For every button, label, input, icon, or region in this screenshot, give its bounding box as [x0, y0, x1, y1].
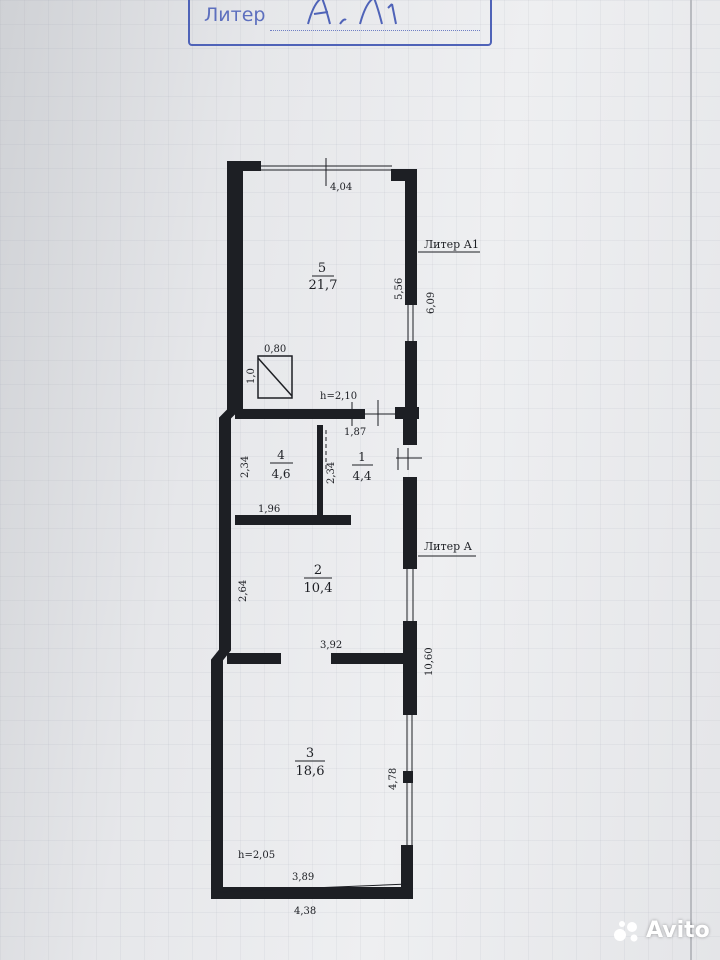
stamp-handwriting-signature [307, 0, 397, 25]
dim-bottom-line [215, 883, 409, 893]
room2-number: 2 [314, 563, 322, 578]
dim-height-a1: h=2,10 [320, 391, 357, 402]
east-wall-junction [403, 419, 417, 445]
room1-number: 1 [358, 450, 366, 464]
label-litera-a1: Литер А1 [424, 238, 479, 251]
room4-bottom-wall [235, 515, 351, 525]
east-wall-room3-small [403, 771, 413, 783]
dim-room5-length: 5,56 [394, 278, 405, 300]
label-litera-a: Литер А [424, 540, 473, 553]
avito-brand-text: Avito [646, 918, 710, 943]
stamp-underline [270, 30, 480, 31]
north-east-pier [391, 169, 417, 305]
dim-partition-depth: 2,34 [326, 462, 337, 484]
dim-litera-a1-length: 6,09 [426, 292, 437, 314]
dim-room2-width: 3,92 [320, 640, 342, 651]
dim-top-width: 4,04 [330, 182, 352, 193]
dim-height-a: h=2,05 [238, 850, 275, 861]
page-edge [690, 0, 692, 960]
dimension-labels: 4,04 5,56 6,09 0,80 1,0 h=2,10 1,87 2,34… [238, 182, 479, 917]
room1-area: 4,4 [352, 469, 371, 483]
room4-number: 4 [277, 448, 285, 462]
litera-stamp: Литер [188, 0, 492, 46]
room4-partition [317, 425, 323, 515]
room3-area: 18,6 [296, 764, 325, 779]
room5-area: 21,7 [309, 278, 338, 293]
stove [257, 355, 293, 399]
stove-diagonal [257, 357, 293, 397]
dim-room4-depth: 2,34 [240, 456, 251, 478]
room4-area: 4,6 [271, 467, 290, 481]
walls [211, 161, 419, 899]
avito-logo-icon [614, 920, 638, 941]
dim-outer-width: 4,38 [294, 906, 316, 917]
avito-watermark: Avito [612, 918, 710, 943]
dim-room4-width: 1,96 [258, 504, 280, 515]
dim-room3-length: 4,78 [388, 768, 399, 790]
east-wall-room1 [403, 477, 417, 569]
dim-room3-width: 3,89 [292, 872, 314, 883]
dim-stove-width: 0,80 [264, 344, 286, 355]
room2-south-wall-right [331, 653, 407, 664]
stamp-label: Литер [204, 4, 266, 26]
dim-litera-a-length: 10,60 [424, 647, 435, 676]
east-wall-a1-lower [405, 341, 417, 409]
east-wall-room2 [403, 621, 417, 715]
room5-south-wall-right [395, 407, 419, 419]
dim-stove-depth: 1,0 [246, 368, 257, 384]
dim-room2-depth: 2,64 [238, 580, 249, 602]
room3-number: 3 [306, 746, 314, 761]
room2-south-wall-left [227, 653, 281, 664]
dim-room1-width: 1,87 [344, 427, 366, 438]
stove-rect [257, 355, 293, 399]
room-labels: 5 21,7 4 4,6 1 4,4 2 10,4 3 18,6 [270, 261, 373, 779]
windows [260, 165, 414, 846]
west-wall [211, 161, 413, 899]
room2-area: 10,4 [304, 581, 333, 596]
room5-number: 5 [318, 261, 326, 276]
dimension-lines [215, 158, 480, 893]
